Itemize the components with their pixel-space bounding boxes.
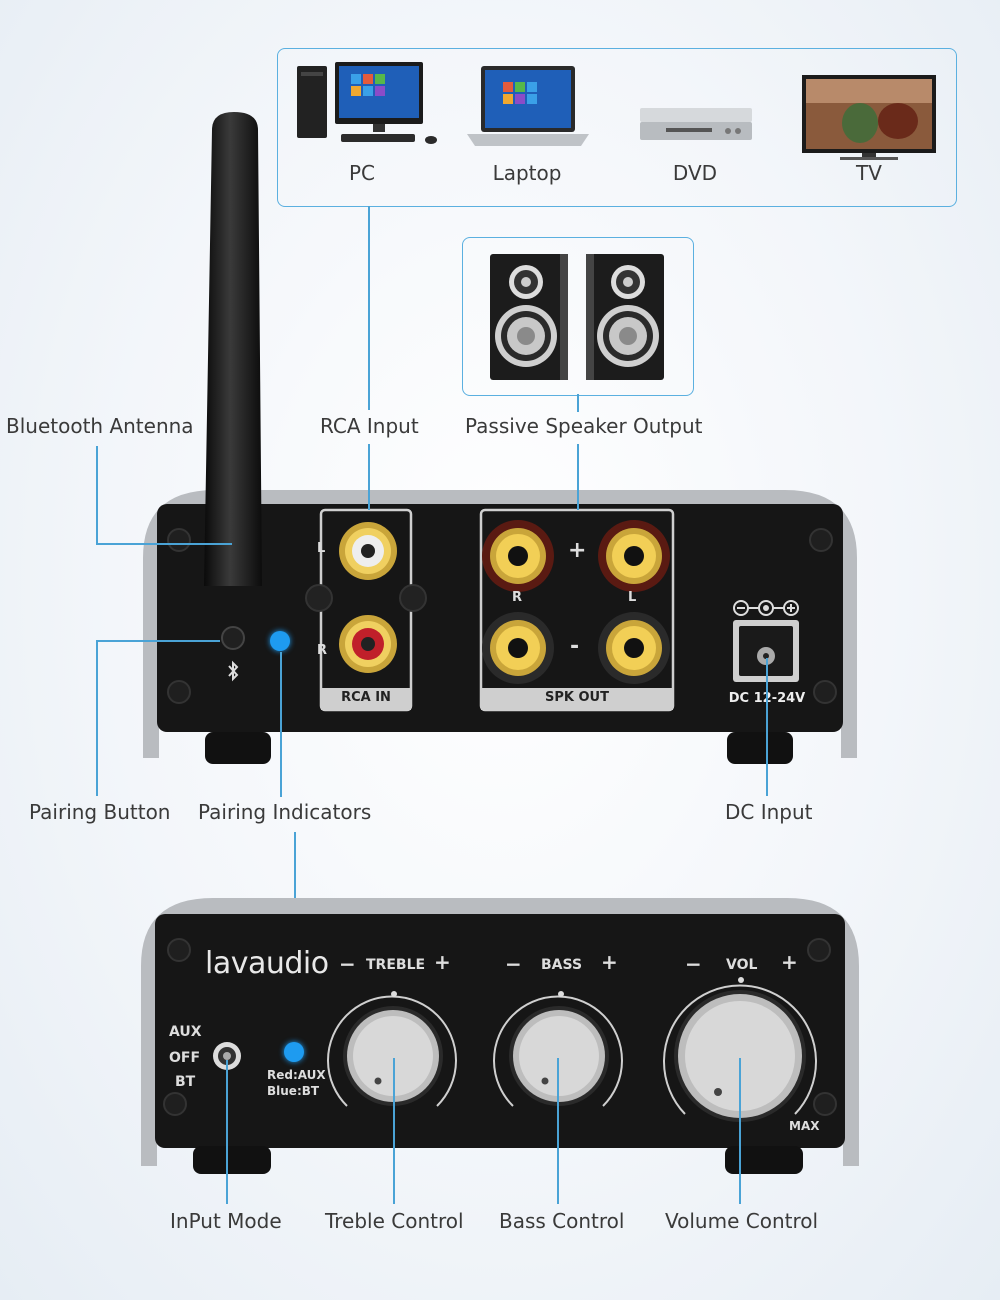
vol-max-label: MAX: [789, 1119, 820, 1133]
source-label-dvd: DVD: [672, 161, 718, 185]
leader-line: [557, 1058, 559, 1204]
callout-pairing-button: Pairing Button: [29, 800, 171, 824]
spk-plus-label: +: [568, 538, 587, 563]
led-blue-bt-label: Blue:BT: [267, 1084, 320, 1098]
treble-minus-label: −: [339, 952, 356, 976]
sources-box: [277, 48, 957, 207]
leader-line: [739, 1058, 741, 1204]
rca-r-label: R: [317, 643, 328, 658]
bluetooth-antenna: [204, 112, 262, 586]
front-indicator-led: [284, 1042, 304, 1062]
leader-line: [766, 658, 768, 796]
spk-out-label: SPK OUT: [545, 690, 609, 705]
vol-plus-label: +: [781, 950, 798, 974]
vol-label: VOL: [726, 957, 758, 973]
spk-r-label: R: [512, 590, 523, 605]
rca-in-label: RCA IN: [341, 690, 391, 705]
bluetooth-icon: [228, 660, 239, 682]
spk-l-label: L: [628, 590, 637, 605]
leader-line: [368, 206, 370, 410]
brand-logo: lavaudio: [205, 946, 329, 981]
tv-icon: [802, 75, 936, 160]
rear-panel: [143, 490, 857, 764]
laptop-icon: [467, 66, 589, 146]
vol-minus-label: −: [685, 952, 702, 976]
callout-input-mode: InPut Mode: [170, 1209, 282, 1233]
spk-minus-label: -: [570, 634, 580, 659]
leader-line: [577, 444, 579, 510]
dvd-player-icon: [640, 108, 752, 140]
rca-l-label: L: [317, 541, 326, 556]
leader-line: [96, 640, 220, 642]
source-label-laptop: Laptop: [492, 161, 562, 185]
leader-line: [393, 1058, 395, 1204]
treble-plus-label: +: [434, 950, 451, 974]
leader-line: [96, 543, 232, 545]
leader-line: [280, 652, 282, 797]
mode-off-label: OFF: [169, 1050, 201, 1066]
callout-rca-input: RCA Input: [320, 414, 419, 438]
leader-line: [96, 640, 98, 796]
callout-pairing-indicators: Pairing Indicators: [198, 800, 372, 824]
bass-plus-label: +: [601, 950, 618, 974]
callout-bass-control: Bass Control: [499, 1209, 625, 1233]
bass-label: BASS: [541, 957, 583, 973]
leader-line: [226, 1060, 228, 1204]
treble-label: TREBLE: [366, 957, 426, 973]
callout-bluetooth-antenna: Bluetooth Antenna: [6, 414, 194, 438]
source-label-tv: TV: [856, 161, 882, 185]
source-label-pc: PC: [348, 161, 376, 185]
mode-aux-label: AUX: [169, 1024, 202, 1040]
bass-minus-label: −: [505, 952, 522, 976]
led-red-aux-label: Red:AUX: [267, 1068, 326, 1082]
pairing-indicator-led: [270, 631, 290, 651]
callout-passive-speaker-output: Passive Speaker Output: [465, 414, 703, 438]
desktop-pc-icon: [297, 62, 437, 144]
mode-bt-label: BT: [175, 1074, 196, 1090]
callout-volume-control: Volume Control: [665, 1209, 819, 1233]
leader-line: [577, 394, 579, 412]
leader-line: [368, 444, 370, 510]
speakers-icon: [490, 254, 664, 380]
callout-treble-control: Treble Control: [325, 1209, 464, 1233]
leader-line: [96, 446, 98, 543]
front-panel: [141, 898, 859, 1174]
callout-dc-input: DC Input: [725, 800, 813, 824]
